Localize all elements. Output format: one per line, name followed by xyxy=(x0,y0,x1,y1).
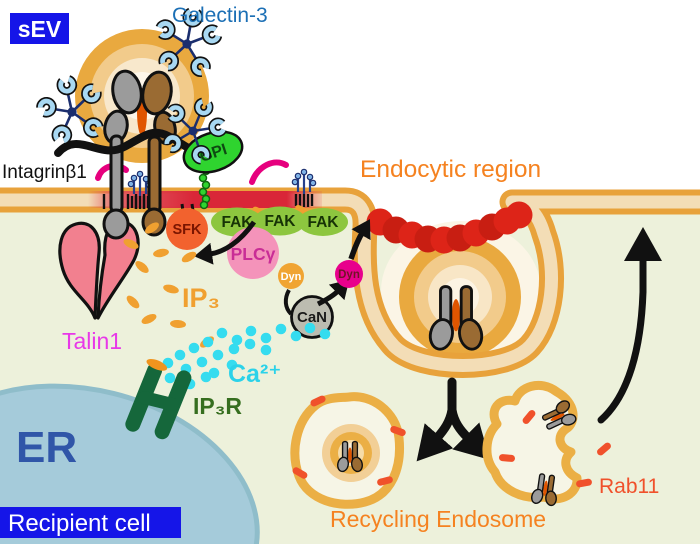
ip3r-label: IP₃R xyxy=(193,393,242,419)
plc-gamma-label: PLCγ xyxy=(231,244,276,264)
calcium-label: Ca²⁺ xyxy=(228,360,281,388)
integrin-foot-gray xyxy=(102,208,130,240)
fak-proteins: FAK FAK FAK xyxy=(211,206,348,237)
connector-dyn-can xyxy=(283,289,293,316)
arrow-recycle-up xyxy=(597,227,662,424)
integrin-dimer-large xyxy=(102,69,177,240)
recycling-endosome-label: Recycling Endosome xyxy=(330,506,546,532)
galectin3-label: Galectin-3 xyxy=(172,4,268,27)
recipient-cell-label-box: Recipient cell xyxy=(0,507,181,538)
calcium-ions xyxy=(162,322,331,390)
sfk-label: SFK xyxy=(173,222,203,238)
can-label: CaN xyxy=(297,309,327,326)
dynamin-active: Dyn xyxy=(335,260,363,288)
fak-label: FAK xyxy=(265,213,297,230)
sev-label: sEV xyxy=(18,16,62,42)
talin1-protein xyxy=(58,220,140,320)
er-label: ER xyxy=(16,423,77,472)
plc-gamma-protein: PLCγ xyxy=(227,227,279,279)
ip3-label: IP₃ xyxy=(182,283,220,313)
red-coat-cluster xyxy=(366,201,533,254)
ip3-molecules xyxy=(123,222,214,348)
ip3r-channel xyxy=(125,358,192,440)
can-protein: CaN xyxy=(290,295,334,339)
arrow-dyn-to-pit xyxy=(348,219,371,260)
fak-label: FAK xyxy=(308,214,340,231)
integrin-label: Intagrinβ1 xyxy=(2,162,87,183)
arrow-plc-to-ip3 xyxy=(194,220,257,265)
dynamin-inactive: Dyn xyxy=(278,263,304,289)
arrow-pit-to-endosomes xyxy=(416,377,490,462)
fak-label: FAK xyxy=(222,214,254,231)
dyn-label: Dyn xyxy=(281,271,302,283)
dyn-label: Dyn xyxy=(338,269,360,281)
endocytic-region-label: Endocytic region xyxy=(360,156,541,183)
rab11-label: Rab11 xyxy=(599,475,659,498)
sfk-protein: SFK xyxy=(166,203,208,250)
sev-label-box: sEV xyxy=(10,13,69,44)
budding-endosome xyxy=(482,380,613,508)
recipient-cell-label: Recipient cell xyxy=(8,510,151,537)
talin1-label: Talin1 xyxy=(62,328,122,354)
arrow-can-to-dyn xyxy=(316,279,350,307)
recycling-endosome xyxy=(290,392,407,509)
